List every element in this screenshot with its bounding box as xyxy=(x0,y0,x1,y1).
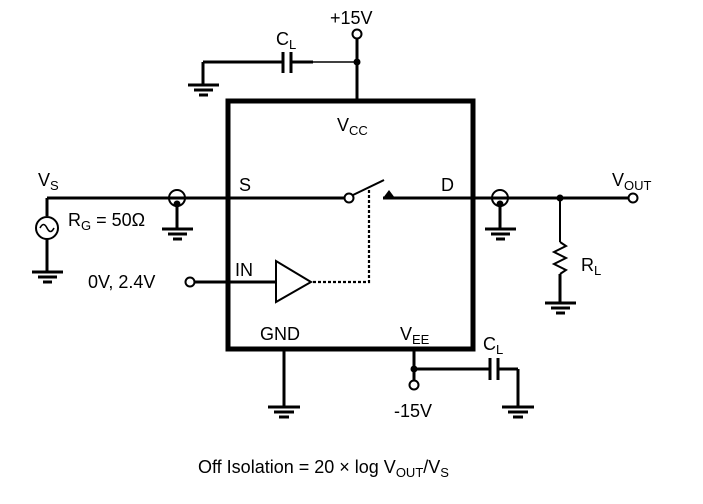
input-levels-label: 0V, 2.4V xyxy=(88,272,155,292)
vee-terminal xyxy=(408,379,420,391)
vee-pin-label: VEE xyxy=(400,324,430,347)
load-resistor-icon: RL xyxy=(545,198,601,315)
vs-label: VS xyxy=(38,170,59,193)
ic-package xyxy=(225,98,476,352)
coax-connector-source-icon xyxy=(162,189,193,241)
ground-icon xyxy=(32,270,63,284)
cap-bottom-label: CL xyxy=(483,334,503,357)
off-isolation-formula: Off Isolation = 20 × log VOUT/VS xyxy=(198,457,449,480)
vee-supply: VEE -15V xyxy=(394,324,432,421)
rg-label: RG = 50Ω xyxy=(68,210,145,233)
vee-supply-label: -15V xyxy=(394,401,432,421)
vcc-supply-label: +15V xyxy=(330,8,373,28)
vcc-supply: +15V VCC xyxy=(330,8,373,138)
buffer-icon xyxy=(275,259,313,304)
source-branch: VS RG = 50Ω xyxy=(35,170,228,271)
pin-gnd-label: GND xyxy=(260,324,300,344)
rl-label: RL xyxy=(581,255,601,278)
coax-connector-drain-icon xyxy=(485,189,516,241)
ground-icon xyxy=(188,83,219,97)
ground-icon xyxy=(502,405,534,419)
input-branch: IN 0V, 2.4V xyxy=(88,259,313,304)
switch-icon xyxy=(228,179,473,284)
capacitor-cl-top: CL xyxy=(201,29,357,84)
pin-in-label: IN xyxy=(235,260,253,280)
vcc-terminal xyxy=(351,28,363,40)
gnd-pin: GND xyxy=(260,324,300,419)
vcc-pin-label: VCC xyxy=(337,115,368,138)
cap-top-label: CL xyxy=(276,29,296,52)
pin-s-label: S xyxy=(239,175,251,195)
capacitor-cl-bottom: CL xyxy=(414,334,520,406)
pin-d-label: D xyxy=(441,175,454,195)
output-branch: VOUT xyxy=(473,170,652,204)
in-terminal xyxy=(184,276,196,288)
vout-label: VOUT xyxy=(612,170,652,193)
vout-terminal xyxy=(627,192,639,204)
